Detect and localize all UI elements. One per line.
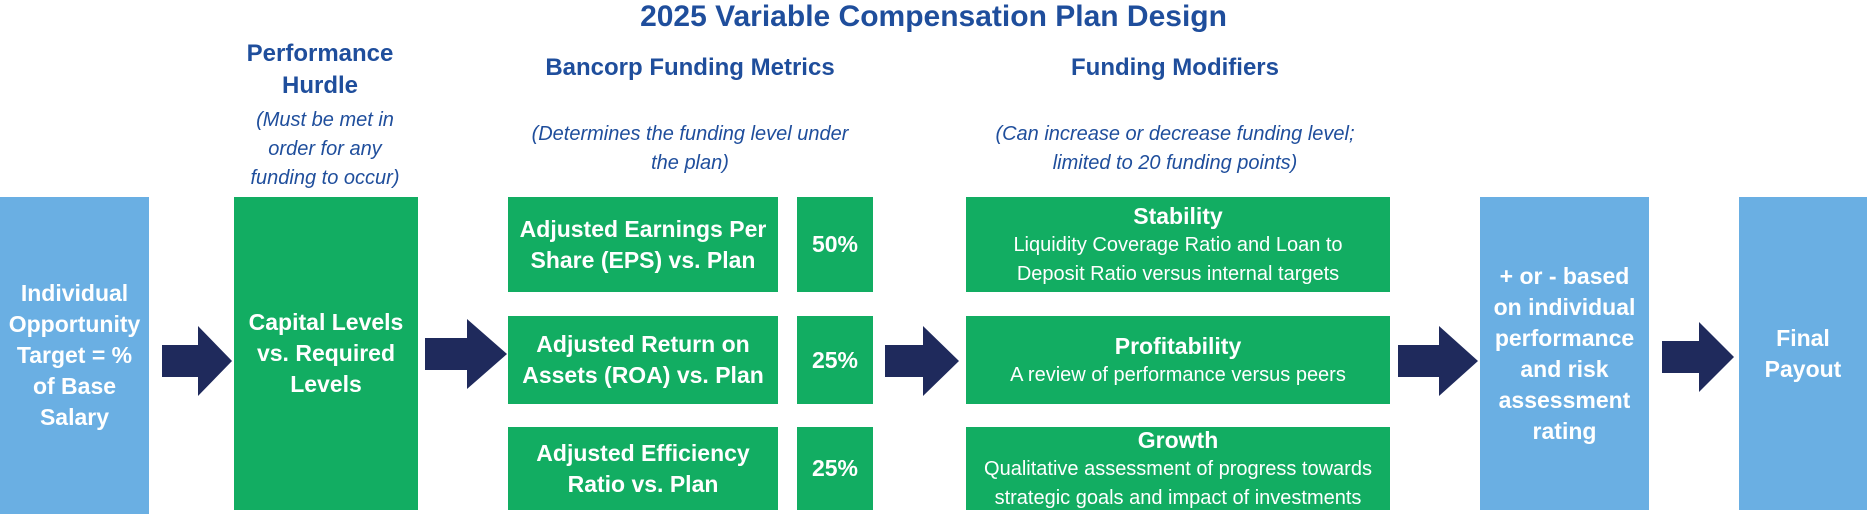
modifiers-header: Funding Modifiers	[950, 52, 1400, 84]
hurdle-header-line-1: Performance	[246, 40, 394, 67]
modifier-box-profitability: Profitability A review of performance ve…	[966, 316, 1390, 404]
metric-box-roa: Adjusted Return on Assets (ROA) vs. Plan	[508, 316, 778, 404]
final-payout-box: Final Payout	[1739, 197, 1867, 510]
metric-roa-line-2: Assets (ROA) vs. Plan	[522, 362, 764, 388]
modifier-profitability-desc-1: A review of performance versus peers	[1010, 363, 1346, 386]
metric-eps-line-1: Adjusted Earnings Per	[519, 215, 767, 242]
hurdle-line-3: Levels	[290, 371, 362, 397]
modifier-box-stability: Stability Liquidity Coverage Ratio and L…	[966, 197, 1390, 292]
hurdle-line-2: vs. Required	[256, 340, 396, 366]
arrow-right-icon	[1662, 322, 1734, 392]
metrics-header: Bancorp Funding Metrics	[490, 52, 890, 84]
hurdle-line-1: Capital Levels	[248, 309, 404, 335]
metric-efficiency-line-2: Ratio vs. Plan	[567, 470, 719, 497]
hurdle-header-line-2: Hurdle	[281, 72, 358, 99]
metric-box-eps: Adjusted Earnings Per Share (EPS) vs. Pl…	[508, 197, 778, 292]
hurdle-sub-line-1: (Must be met in	[256, 109, 394, 131]
metrics-header-line-1: Bancorp Funding Metrics	[545, 54, 835, 81]
metrics-sub-line-2: the plan)	[651, 152, 729, 174]
arrow-right-icon	[425, 319, 507, 389]
metric-weight-eps: 50%	[797, 197, 873, 292]
opportunity-box: Individual Opportunity Target = % of Bas…	[0, 197, 149, 514]
hurdle-subheader: (Must be met in order for any funding to…	[210, 106, 440, 193]
opportunity-line-3: Target = %	[16, 342, 133, 368]
modifier-growth-desc-2: strategic goals and impact of investment…	[994, 486, 1362, 509]
final-line-1: Final	[1776, 324, 1830, 351]
individual-performance-box: + or - based on individual performance a…	[1480, 197, 1649, 510]
metrics-subheader: (Determines the funding level under the …	[490, 120, 890, 178]
diagram-title: 2025 Variable Compensation Plan Design	[640, 0, 1227, 33]
individual-line-2: on individual	[1493, 293, 1636, 320]
metric-eps-line-2: Share (EPS) vs. Plan	[530, 246, 756, 273]
modifier-growth-title: Growth	[1137, 426, 1219, 453]
metrics-sub-line-1: (Determines the funding level under	[531, 123, 849, 145]
opportunity-line-5: Salary	[39, 404, 110, 430]
modifiers-sub-line-2: limited to 20 funding points)	[1052, 152, 1298, 174]
individual-line-5: assessment	[1498, 386, 1631, 413]
metric-weight-roa: 25%	[797, 316, 873, 404]
modifier-profitability-title: Profitability	[1114, 332, 1242, 359]
opportunity-line-1: Individual	[20, 280, 129, 306]
modifier-stability-title: Stability	[1133, 202, 1223, 229]
modifiers-subheader: (Can increase or decrease funding level;…	[950, 120, 1400, 178]
modifiers-sub-line-1: (Can increase or decrease funding level;	[995, 123, 1355, 145]
arrow-right-icon	[1398, 326, 1478, 396]
final-line-2: Payout	[1764, 355, 1842, 382]
hurdle-sub-line-2: order for any	[268, 138, 382, 160]
modifier-stability-desc-2: Deposit Ratio versus internal targets	[1016, 262, 1340, 285]
modifier-box-growth: Growth Qualitative assessment of progres…	[966, 427, 1390, 510]
individual-line-6: rating	[1532, 417, 1597, 444]
individual-line-1: + or - based	[1499, 262, 1630, 289]
hurdle-header: Performance Hurdle	[220, 38, 420, 102]
opportunity-line-2: Opportunity	[8, 311, 141, 337]
arrow-right-icon	[885, 326, 959, 396]
metric-weight-efficiency: 25%	[797, 427, 873, 510]
hurdle-box: Capital Levels vs. Required Levels	[234, 197, 418, 510]
metric-box-efficiency: Adjusted Efficiency Ratio vs. Plan	[508, 427, 778, 510]
individual-line-4: and risk	[1520, 355, 1609, 382]
modifier-stability-desc-1: Liquidity Coverage Ratio and Loan to	[1013, 233, 1343, 256]
metric-efficiency-line-1: Adjusted Efficiency	[536, 439, 750, 466]
individual-line-3: performance	[1494, 324, 1635, 351]
metric-roa-line-1: Adjusted Return on	[536, 331, 750, 357]
modifiers-header-line-1: Funding Modifiers	[1071, 54, 1279, 81]
modifier-growth-desc-1: Qualitative assessment of progress towar…	[984, 457, 1372, 480]
arrow-right-icon	[162, 326, 232, 396]
opportunity-line-4: of Base	[32, 373, 117, 399]
hurdle-sub-line-3: funding to occur)	[250, 167, 400, 189]
